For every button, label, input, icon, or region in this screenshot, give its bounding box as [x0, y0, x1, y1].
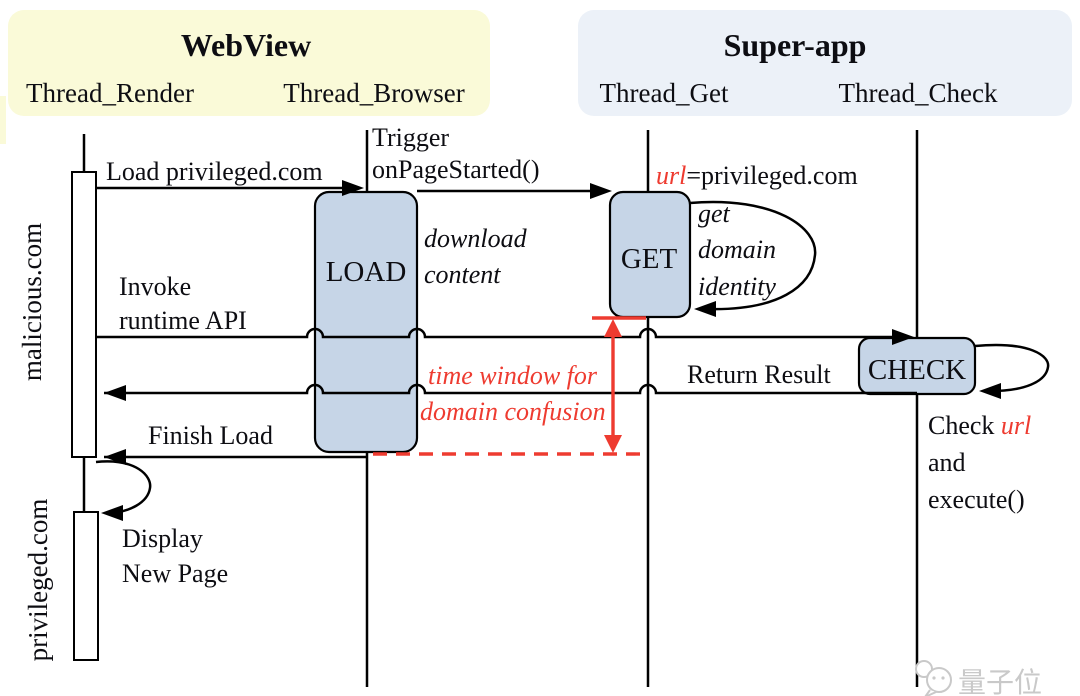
load-box: [313, 190, 419, 454]
activation-privileged: [73, 511, 99, 661]
wechat-icon: [915, 660, 952, 696]
time-window-up-head: [604, 319, 622, 337]
thread-render-label: Thread_Render: [26, 78, 194, 108]
check-and-label: and: [928, 448, 966, 477]
trigger-label-line1: Trigger: [372, 123, 449, 152]
malicious-site-label: malicious.com: [17, 223, 47, 381]
url-value: =privileged.com: [686, 161, 857, 190]
wechat-icon-bubble-small: [915, 660, 933, 678]
arrow-invoke-head: [892, 329, 914, 345]
check-url-black: Check: [928, 411, 1001, 440]
thread-browser-label: Thread_Browser: [283, 78, 464, 108]
check-url-red: url: [1001, 411, 1031, 440]
url-label: url=privileged.com: [656, 161, 858, 190]
arrow-return-line: [104, 383, 917, 395]
check-box-label: CHECK: [868, 354, 966, 386]
get-note-line2: domain: [698, 235, 776, 264]
time-window-label-line2: domain confusion: [420, 397, 606, 426]
display-label-line1: Display: [122, 524, 203, 553]
download-note-line2: content: [424, 260, 501, 289]
load-privileged-label: Load privileged.com: [106, 157, 323, 186]
arrow-return-head: [104, 385, 126, 401]
trigger-label-line2: onPageStarted(): [372, 155, 540, 184]
get-box: [608, 190, 692, 319]
check-self-loop: [974, 343, 1050, 393]
render-self-loop-head: [101, 505, 123, 521]
get-note-line1: get: [698, 199, 731, 228]
finish-load-label: Finish Load: [148, 421, 273, 450]
display-label-line2: New Page: [122, 559, 228, 588]
invoke-label-line1: Invoke: [119, 272, 191, 301]
get-box-label: GET: [621, 243, 678, 275]
activation-malicious: [71, 171, 97, 458]
get-self-loop: [689, 200, 817, 311]
load-box-label: LOAD: [326, 256, 407, 288]
download-note-line1: download: [424, 224, 528, 253]
check-self-loop-head: [979, 383, 1001, 399]
thread-check-label: Thread_Check: [839, 78, 998, 108]
get-note-line3: identity: [698, 272, 776, 301]
wechat-icon-tail: [924, 689, 937, 696]
url-var: url: [656, 161, 686, 190]
check-execute-label: execute(): [928, 485, 1025, 514]
webview-title: WebView: [181, 27, 311, 63]
thread-get-label: Thread_Get: [600, 78, 729, 108]
arrow-finish-load-head: [104, 449, 126, 465]
check-url-label: Check url: [928, 411, 1031, 440]
time-window-down-head: [604, 435, 622, 453]
webview-header-panel: [8, 10, 490, 116]
superapp-header-panel: [578, 10, 1072, 116]
arrow-invoke-line: [96, 327, 892, 339]
arrow-trigger-head: [590, 183, 612, 199]
watermark-text: 量子位: [958, 666, 1042, 696]
get-self-loop-head: [694, 301, 716, 317]
wechat-icon-bubble-large: [926, 667, 952, 693]
superapp-title: Super-app: [724, 27, 867, 63]
left-margin-strip: [0, 96, 6, 144]
arrow-load-privileged-head: [342, 180, 364, 196]
wechat-icon-eye-left: [932, 676, 936, 680]
render-self-loop: [95, 460, 152, 515]
privileged-site-label: privileged.com: [23, 499, 53, 662]
wechat-icon-eye-right: [941, 676, 945, 680]
return-result-label: Return Result: [687, 360, 831, 389]
invoke-label-line2: runtime API: [119, 306, 247, 335]
time-window-label-line1: time window for: [428, 361, 598, 390]
